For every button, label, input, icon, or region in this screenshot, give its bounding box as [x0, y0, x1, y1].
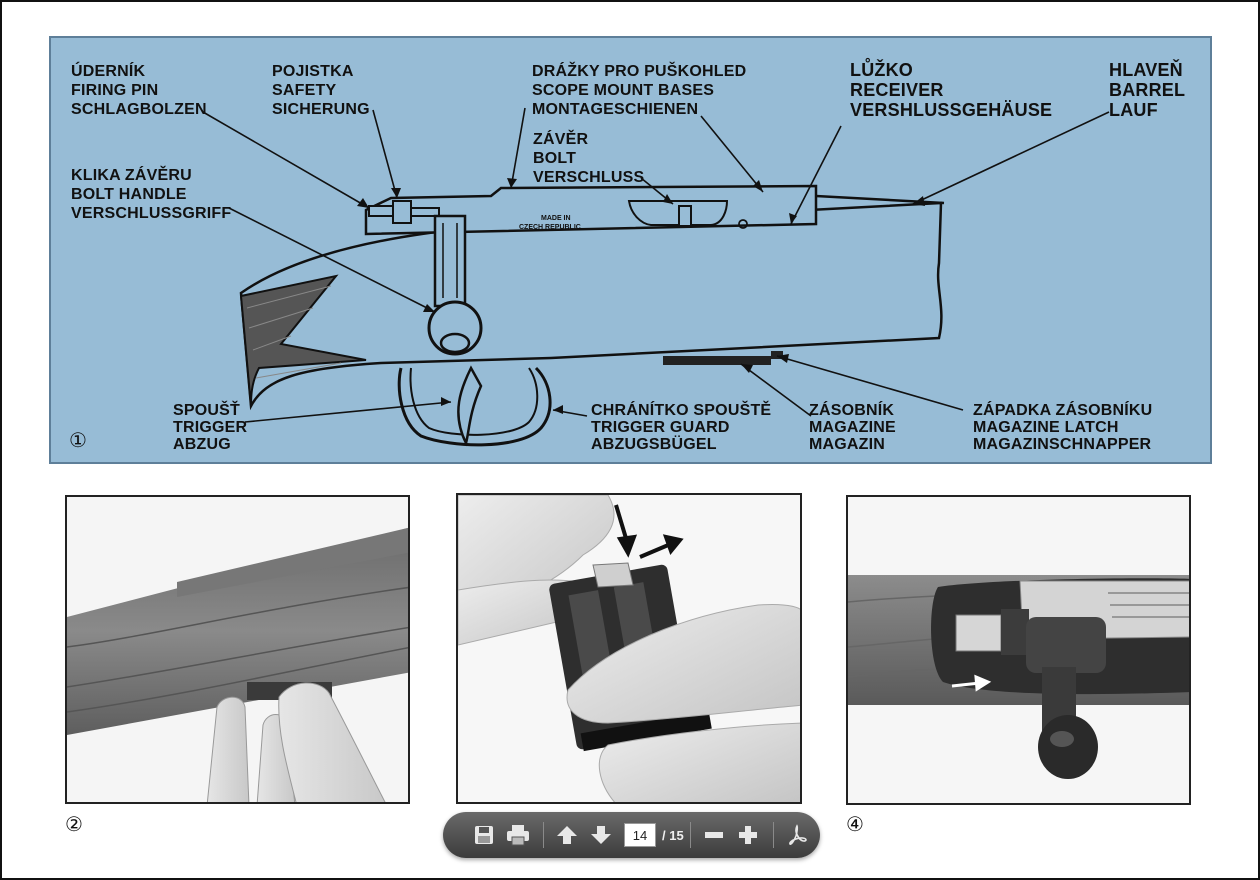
label-safety: POJISTKA SAFETY SICHERUNG: [272, 63, 370, 118]
figure-4-number: ④: [846, 812, 864, 836]
toolbar-divider: [689, 822, 691, 848]
photo-figure-4: [846, 495, 1191, 805]
stamp-line-1: MADE IN: [541, 215, 571, 222]
save-button[interactable]: [469, 820, 499, 850]
print-icon: [507, 825, 529, 846]
page-number-input[interactable]: [624, 823, 656, 847]
label-trigger-guard: CHRÁNÍTKO SPOUŠTĚ TRIGGER GUARD ABZUGSBÜ…: [591, 402, 772, 453]
rifle-diagram: MADE IN CZECH REPUBLIC: [49, 36, 1212, 464]
label-firing-pin: ÚDERNÍK FIRING PIN SCHLAGBOLZEN: [71, 63, 207, 118]
photo-figure-2: [65, 495, 410, 804]
stamp-line-2: CZECH REPUBLIC: [519, 224, 581, 231]
minus-icon: [704, 832, 723, 838]
label-magazine: ZÁSOBNÍK MAGAZINE MAGAZIN: [809, 402, 896, 453]
rifle-drawing: MADE IN CZECH REPUBLIC: [202, 107, 1110, 447]
label-magazine-latch: ZÁPADKA ZÁSOBNÍKU MAGAZINE LATCH MAGAZIN…: [973, 402, 1153, 453]
zoom-in-button[interactable]: [733, 820, 763, 850]
previous-page-button[interactable]: [552, 820, 582, 850]
figure-1-number: ①: [69, 428, 87, 452]
zoom-out-button[interactable]: [699, 820, 729, 850]
acrobat-icon: [788, 824, 807, 845]
photo-magazine-loading: [458, 495, 800, 802]
figure-2-number: ②: [65, 812, 83, 836]
label-bolt: ZÁVĚR BOLT VERSCHLUSS: [533, 131, 645, 186]
label-bolt-handle: KLIKA ZÁVĚRU BOLT HANDLE VERSCHLUSSGRIFF: [71, 167, 232, 222]
pdf-toolbar: / 15: [443, 812, 820, 858]
label-scope-mount: DRÁŽKY PRO PUŠKOHLED SCOPE MOUNT BASES M…: [532, 63, 747, 118]
page-total: / 15: [662, 827, 684, 843]
toolbar-divider: [543, 822, 544, 848]
acrobat-button[interactable]: [782, 820, 812, 850]
print-button[interactable]: [503, 820, 533, 850]
arrow-down-icon: [591, 826, 611, 844]
photo-stock-underside: [67, 497, 408, 802]
save-icon: [475, 826, 493, 844]
label-barrel: HLAVEŇ BARREL LAUF: [1109, 60, 1186, 120]
label-trigger: SPOUŠŤ TRIGGER ABZUG: [173, 402, 248, 453]
photo-figure-3: [456, 493, 802, 804]
arrow-up-icon: [557, 826, 577, 844]
label-receiver: LŮŽKO RECEIVER VERSHLUSSGEHÄUSE: [850, 60, 1053, 120]
next-page-button[interactable]: [586, 820, 616, 850]
toolbar-divider: [772, 822, 774, 848]
plus-icon: [738, 826, 757, 844]
photo-action-top: [848, 497, 1189, 803]
